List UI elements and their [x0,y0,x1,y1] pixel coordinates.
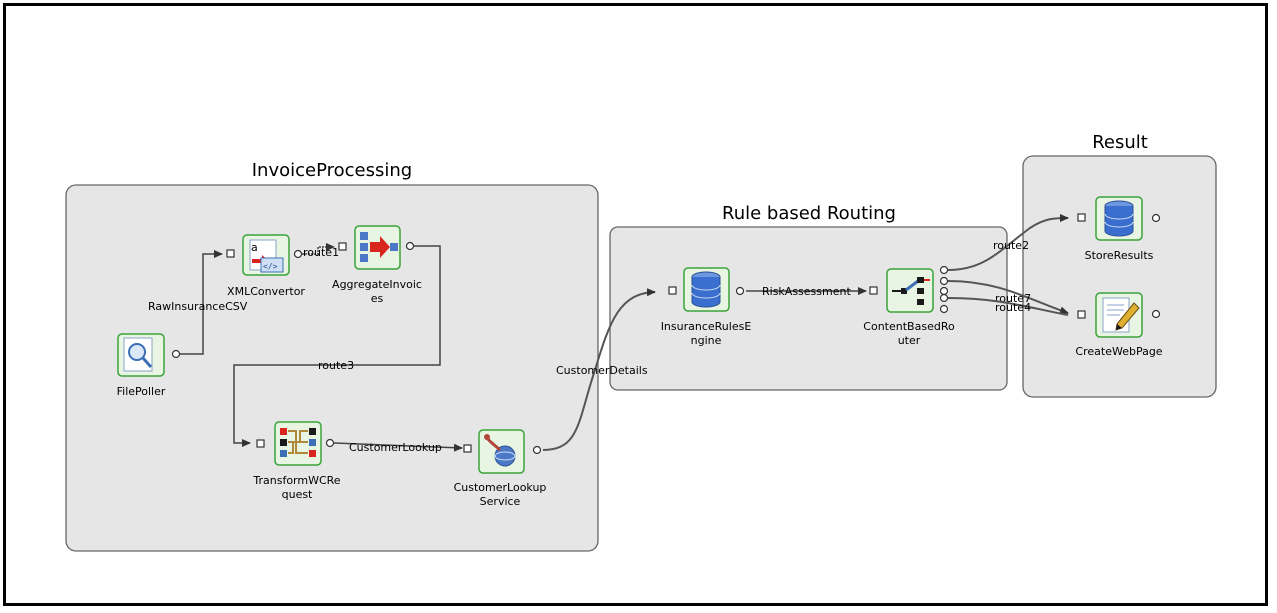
connection-label-route2: route2 [993,239,1029,252]
group-title-rule: Rule based Routing [722,203,896,224]
switch-router-icon [886,268,934,313]
input-port[interactable] [256,439,265,448]
connection-customer-lookup[interactable]: CustomerLookup [333,441,463,454]
output-port[interactable] [735,286,745,296]
node-label: quest [282,488,313,501]
output-port[interactable] [1151,213,1161,223]
node-label: CustomerLookup [454,481,547,494]
node-label: FilePoller [117,385,166,398]
node-store-results[interactable]: StoreResults [1077,196,1161,262]
xml-convert-icon: a </> [242,234,290,276]
svg-text:a: a [251,241,258,254]
output-port[interactable] [532,445,542,455]
svg-text:</>: </> [263,262,278,271]
node-create-web-page[interactable]: CreateWebPage [1075,292,1163,358]
output-port[interactable] [325,438,335,448]
aggregate-icon [354,225,401,270]
input-port[interactable] [869,286,878,295]
input-port[interactable] [226,249,235,258]
connection-route4[interactable]: route4 [947,297,1069,316]
node-label: InsuranceRulesE [661,320,752,333]
connection-risk-assessment[interactable]: RiskAssessment [746,285,867,298]
connection-route2[interactable]: route2 [947,214,1069,271]
output-port[interactable] [939,286,949,296]
connection-route1[interactable]: route1 [302,243,339,259]
database-icon [1095,196,1143,241]
node-xml-convertor[interactable]: a </> XMLConvertor [226,234,305,298]
group-result[interactable]: Result [1022,132,1217,398]
node-label: CreateWebPage [1075,345,1162,358]
node-label: ngine [691,334,722,347]
service-lookup-icon [478,429,525,474]
input-port[interactable] [1077,213,1086,222]
connection-label-route1: route1 [303,246,339,259]
connection-route3[interactable]: route3 [233,245,441,447]
connection-customer-details[interactable]: CustomerDetails [542,288,656,451]
node-label: XMLConvertor [227,285,305,298]
group-title-invoice: InvoiceProcessing [252,160,412,181]
node-label: StoreResults [1085,249,1154,262]
node-label: TransformWCRe [252,474,340,487]
node-label: AggregateInvoic [332,278,422,291]
connection-label-route3: route3 [318,359,354,372]
database-icon [683,267,730,312]
input-port[interactable] [338,242,347,251]
output-port[interactable] [939,304,949,314]
node-content-based-router[interactable]: ContentBasedRo uter [863,265,955,348]
node-insurance-rules-engine[interactable]: InsuranceRulesE ngine [661,267,752,347]
output-port[interactable] [293,249,303,259]
transform-grid-icon [274,421,322,466]
connection-label-customer-details: CustomerDetails [556,364,648,377]
connection-label-raw: RawInsuranceCSV [148,300,248,313]
node-label: ContentBasedRo [863,320,955,333]
input-port[interactable] [1077,310,1086,319]
input-port[interactable] [668,286,677,295]
output-port[interactable] [171,349,181,359]
input-port[interactable] [463,444,472,453]
output-port[interactable] [405,241,415,251]
output-port[interactable] [939,265,949,275]
node-label: Service [480,495,521,508]
magnifier-file-icon [117,333,165,377]
node-file-poller[interactable]: FilePoller [117,333,181,398]
node-transform-wc-request[interactable]: TransformWCRe quest [252,421,341,501]
connection-label-customer-lookup: CustomerLookup [349,441,442,454]
node-label: uter [898,334,921,347]
group-invoice-processing[interactable]: InvoiceProcessing [65,160,599,552]
connection-label-route4: route4 [995,301,1031,314]
connection-label-risk: RiskAssessment [762,285,851,298]
node-customer-lookup-service[interactable]: CustomerLookup Service [454,429,547,508]
output-port[interactable] [939,293,949,303]
connection-raw-insurance[interactable]: RawInsuranceCSV [148,250,248,355]
output-port[interactable] [1151,309,1161,319]
web-page-pen-icon [1095,292,1143,338]
node-label: es [371,292,384,305]
node-aggregate-invoices[interactable]: AggregateInvoic es [332,225,422,305]
group-title-result: Result [1092,132,1148,153]
output-port[interactable] [939,276,949,286]
